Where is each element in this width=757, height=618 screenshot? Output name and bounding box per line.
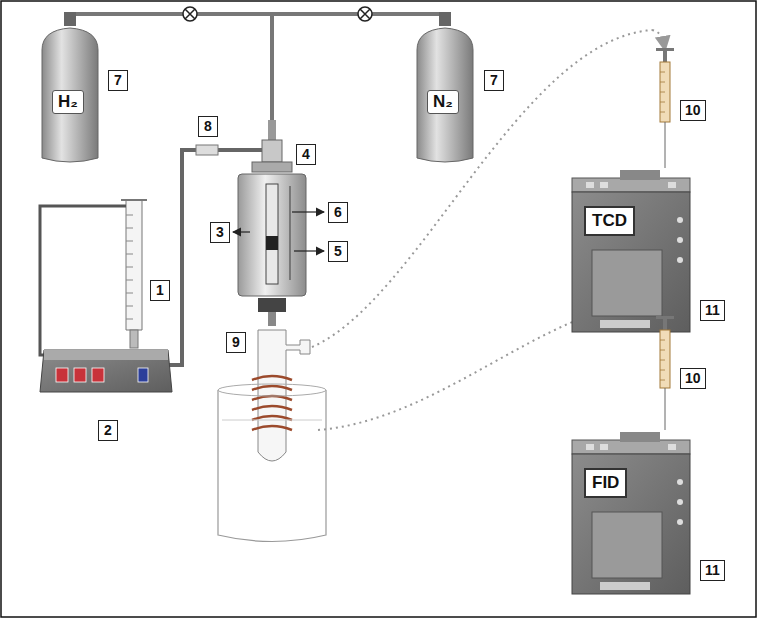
callout-number: 10 [680, 368, 706, 389]
callout-number: 3 [210, 222, 230, 243]
label-text: 6 [333, 204, 343, 221]
label-text: 11 [705, 562, 720, 579]
callout-number: 4 [296, 144, 316, 165]
callout-number: 11 [700, 560, 725, 581]
callout-number: 2 [98, 420, 118, 441]
callout-number: 7 [108, 70, 128, 91]
label-text: 8 [203, 118, 213, 135]
label-text: 9 [231, 334, 241, 351]
detector-label: FID [584, 468, 627, 498]
callout-number: 1 [150, 280, 170, 301]
label-text: FID [592, 473, 619, 493]
label-text: 2 [103, 422, 113, 439]
detector-label: TCD [584, 206, 635, 236]
label-text: 11 [705, 302, 720, 319]
callout-number: 10 [680, 100, 706, 121]
callout-number: 8 [198, 116, 218, 137]
label-text: 10 [685, 102, 701, 119]
label-text: N₂ [433, 92, 453, 112]
label-text: 5 [333, 243, 343, 260]
label-text: 10 [685, 370, 701, 387]
callout-number: 6 [328, 202, 348, 223]
label-text: 7 [113, 72, 123, 89]
label-text: 4 [301, 146, 311, 163]
label-text: 7 [489, 72, 499, 89]
gas-cylinder-label: H₂ [52, 90, 84, 114]
callout-number: 7 [484, 70, 504, 91]
callout-number: 9 [226, 332, 246, 353]
label-text: H₂ [58, 92, 78, 112]
callout-number: 11 [700, 300, 725, 321]
label-text: 3 [215, 224, 225, 241]
callout-number: 5 [328, 241, 348, 262]
gas-cylinder-label: N₂ [427, 90, 459, 114]
label-text: TCD [592, 211, 627, 231]
label-text: 1 [155, 282, 165, 299]
